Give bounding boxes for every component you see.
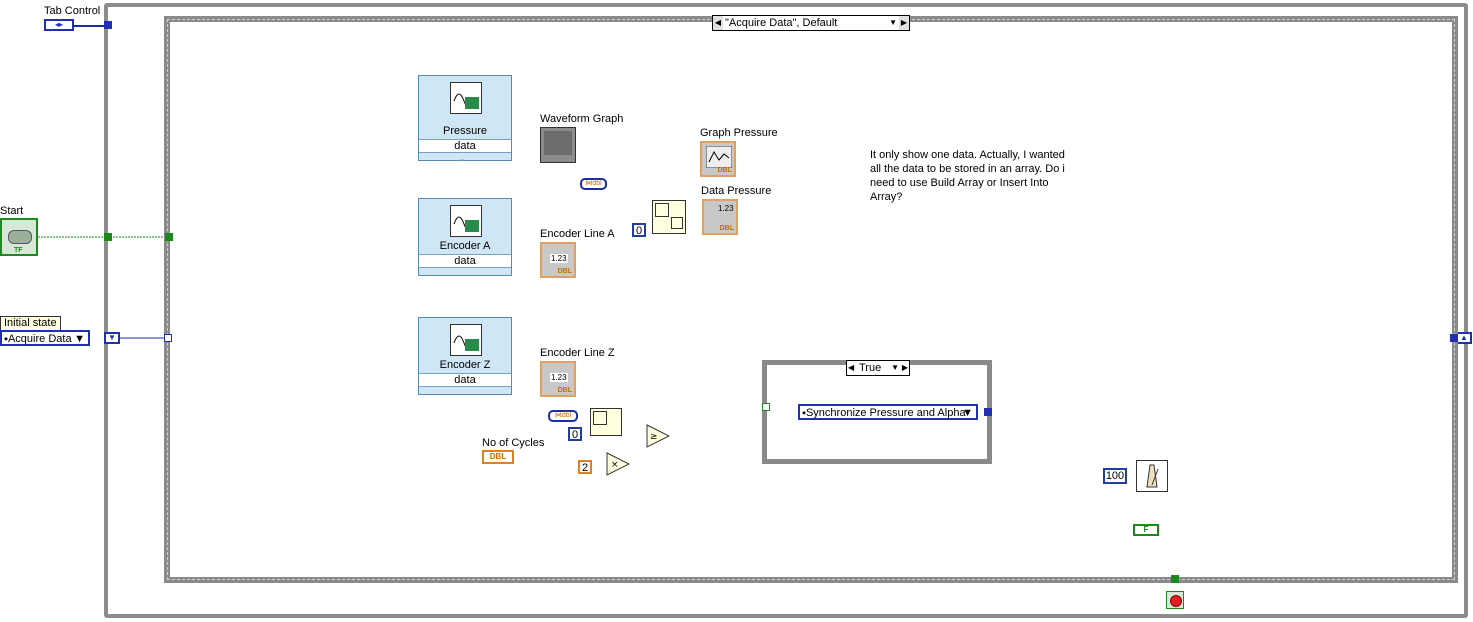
graph-pressure-label: Graph Pressure bbox=[700, 127, 778, 139]
shift-register-right[interactable]: ▲ bbox=[1456, 332, 1472, 344]
comment: It only show one data. Actually, I wante… bbox=[870, 149, 1065, 203]
index-array-function[interactable] bbox=[652, 200, 686, 234]
metronome-icon bbox=[1146, 464, 1159, 488]
start-tunnel bbox=[104, 233, 112, 241]
daq-assistant-pressure[interactable]: Pressure data ⌄ bbox=[418, 75, 512, 163]
daq-assistant-encoder-z[interactable]: Encoder Z data bbox=[418, 317, 512, 395]
daq-assistant-icon bbox=[450, 205, 482, 237]
loop-condition-terminal[interactable] bbox=[1166, 591, 1184, 609]
stop-tunnel bbox=[1171, 575, 1179, 583]
next-case-icon[interactable]: ▶ bbox=[901, 363, 908, 372]
convert-dynamic-data-icon[interactable]: ⋈dbl bbox=[548, 410, 578, 422]
initial-state-label: Initial state bbox=[0, 316, 61, 331]
daq-data-output[interactable]: data bbox=[419, 373, 511, 387]
wait-ms-function[interactable] bbox=[1136, 460, 1168, 492]
dropdown-icon: ▼ bbox=[962, 407, 973, 419]
daq-assistant-icon bbox=[450, 324, 482, 356]
tab-control-tunnel bbox=[104, 21, 112, 29]
encoder-line-a-label: Encoder Line A bbox=[540, 228, 615, 240]
prev-case-icon[interactable]: ◀ bbox=[848, 363, 855, 372]
selector-terminal bbox=[164, 334, 172, 342]
multiply-icon[interactable]: × bbox=[606, 452, 630, 476]
initial-state-enum[interactable]: ⬩Acquire Data▼ bbox=[0, 330, 90, 346]
case-selector[interactable]: ◀ "Acquire Data", Default ▼ ▶ bbox=[712, 15, 910, 31]
graph-pressure-indicator[interactable]: DBL bbox=[700, 141, 736, 177]
dbl-tag: DBL bbox=[557, 387, 572, 394]
inner-case-out-tunnel bbox=[984, 408, 992, 416]
numeric-glyph: 1.23 bbox=[550, 373, 568, 382]
daq-assistant-encoder-a[interactable]: Encoder A data bbox=[418, 198, 512, 276]
numeric-glyph: 1.23 bbox=[718, 204, 734, 213]
case-selector-terminal bbox=[762, 403, 770, 411]
daq-assistant-icon bbox=[450, 82, 482, 114]
tab-control-label: Tab Control bbox=[44, 5, 101, 17]
index-constant-bottom[interactable]: 0 bbox=[568, 427, 582, 441]
index-array-function[interactable] bbox=[590, 408, 622, 436]
data-pressure-indicator[interactable]: 1.23 DBL bbox=[702, 199, 738, 235]
wait-ms-constant[interactable]: 100 bbox=[1103, 468, 1127, 484]
stop-constant[interactable]: F bbox=[1133, 524, 1159, 536]
case-selector-value: "Acquire Data", Default bbox=[725, 17, 838, 29]
encoder-line-z-label: Encoder Line Z bbox=[540, 347, 615, 359]
case-dropdown-icon[interactable]: ▼ bbox=[889, 18, 897, 27]
expand-chevron-icon[interactable]: ⌄ bbox=[459, 154, 466, 163]
state-out-tunnel bbox=[1450, 334, 1458, 342]
multiplier-constant[interactable]: 2 bbox=[578, 460, 592, 474]
daq-data-output[interactable]: data bbox=[419, 139, 511, 153]
start-case-tunnel bbox=[165, 233, 173, 241]
svg-text:≥: ≥ bbox=[650, 432, 658, 442]
index-array-icon bbox=[655, 203, 669, 217]
numeric-glyph: 1.23 bbox=[550, 254, 568, 263]
greater-or-equal-icon[interactable]: ≥ bbox=[646, 424, 670, 448]
enum-arrow-icon: ⬩ bbox=[4, 333, 8, 345]
case-dropdown-icon[interactable]: ▼ bbox=[891, 363, 899, 372]
start-button-terminal[interactable]: TF bbox=[0, 218, 38, 256]
waveform-graph-indicator[interactable] bbox=[540, 127, 576, 163]
start-label: Start bbox=[0, 205, 24, 217]
encoder-line-z-indicator[interactable]: 1.23 DBL bbox=[540, 361, 576, 397]
index-constant-top[interactable]: 0 bbox=[632, 223, 646, 237]
no-of-cycles-label: No of Cycles bbox=[482, 437, 545, 449]
encoder-line-a-indicator[interactable]: 1.23 DBL bbox=[540, 242, 576, 278]
daq-title: Encoder Z bbox=[439, 359, 491, 371]
graph-screen-icon bbox=[544, 131, 572, 155]
dropdown-icon: ▼ bbox=[74, 333, 85, 345]
dbl-tag: DBL bbox=[717, 167, 732, 174]
case-structure[interactable] bbox=[164, 16, 1458, 583]
next-state-enum[interactable]: ⬩Synchronize Pressure and Alpha▼ bbox=[798, 404, 978, 420]
shift-register-left[interactable]: ▼ bbox=[104, 332, 120, 344]
dbl-tag: DBL bbox=[557, 268, 572, 275]
boolean-type-tag: TF bbox=[14, 247, 23, 254]
next-case-icon[interactable]: ▶ bbox=[899, 16, 909, 30]
inner-case-value: True bbox=[859, 362, 882, 374]
daq-title: Pressure bbox=[442, 125, 488, 137]
enum-arrow-icon: ⬩ bbox=[802, 407, 806, 419]
while-loop[interactable] bbox=[104, 3, 1468, 618]
graph-chart-icon bbox=[706, 146, 732, 168]
dbl-tag: DBL bbox=[719, 225, 734, 232]
daq-title: Encoder A bbox=[439, 240, 491, 252]
convert-dynamic-data-icon[interactable]: ⋈dbl bbox=[580, 178, 607, 190]
prev-case-icon[interactable]: ◀ bbox=[713, 16, 723, 30]
tab-control-terminal[interactable]: ◂▸ bbox=[44, 19, 74, 31]
index-array-output-icon bbox=[671, 217, 683, 229]
index-array-icon bbox=[593, 411, 607, 425]
daq-data-output[interactable]: data bbox=[419, 254, 511, 268]
no-of-cycles-control[interactable]: DBL bbox=[482, 450, 514, 464]
waveform-graph-label: Waveform Graph bbox=[540, 113, 624, 125]
inner-case-selector[interactable]: ◀ True ▼ ▶ bbox=[846, 360, 910, 376]
data-pressure-label: Data Pressure bbox=[701, 185, 772, 197]
svg-text:×: × bbox=[611, 460, 619, 470]
start-button-icon bbox=[8, 230, 32, 244]
stop-icon bbox=[1170, 595, 1182, 607]
